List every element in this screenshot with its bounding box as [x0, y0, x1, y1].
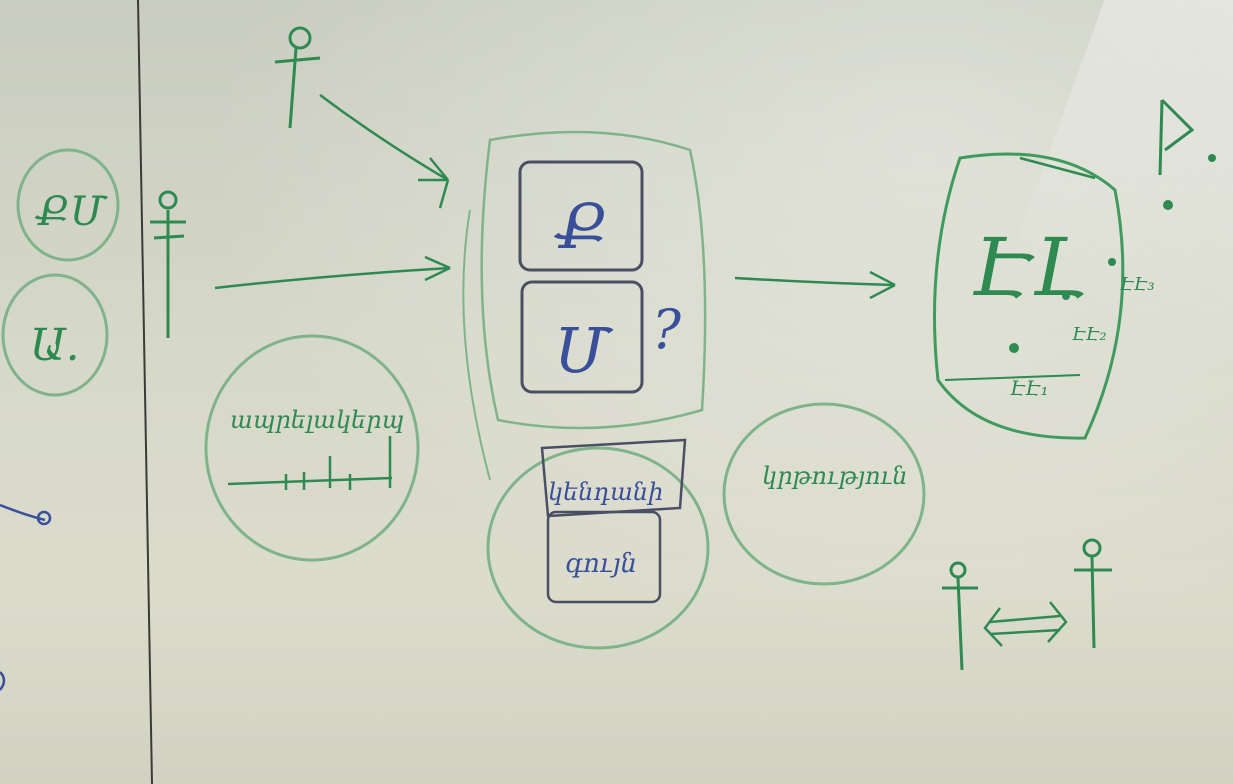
center-box-top-label: Ք — [553, 190, 608, 263]
circle-mid-left-label: Ա. — [30, 320, 80, 371]
double-arrow — [983, 601, 1068, 647]
right-sub-label-2: ԷԷ₂ — [1072, 324, 1107, 345]
under-box-outer — [540, 438, 687, 518]
stick-figure-bottom-left — [942, 561, 978, 671]
blue-dot-left — [36, 510, 52, 526]
arrow-top — [319, 93, 449, 182]
stick-figure-left — [150, 190, 186, 338]
board-seam-line — [137, 0, 153, 784]
timeline-circle-label: ապրելակերպ — [230, 406, 404, 434]
arrow-top-head — [418, 157, 450, 209]
right-region-symbol: ԷԼ — [972, 221, 1087, 314]
blue-stroke-left — [0, 503, 46, 522]
stick-figure-top — [274, 26, 321, 129]
right-sub-label-1: ԷԷ₁ — [1010, 376, 1048, 400]
top-right-dot-1 — [1208, 154, 1216, 162]
question-mark: ? — [652, 298, 682, 361]
center-boundary — [480, 130, 707, 430]
arrow-middle-head — [424, 255, 451, 282]
blue-mark-bottom-left — [0, 671, 6, 691]
center-boundary-left-curve — [462, 209, 491, 481]
arrow-middle — [214, 266, 451, 290]
center-box-top — [518, 160, 644, 272]
right-dot-1 — [1108, 258, 1116, 266]
right-baseline — [944, 374, 1081, 381]
under-box-inner — [546, 510, 662, 604]
right-sub-label-3: ԷԷ₃ — [1120, 274, 1155, 295]
right-dot-2 — [1062, 292, 1070, 300]
lower-center-circle — [486, 446, 710, 650]
top-right-dot-2 — [1163, 200, 1173, 210]
center-box-bottom-label: Մ — [554, 314, 614, 387]
stick-figure-bottom-right — [1074, 538, 1112, 649]
arrow-right — [734, 276, 896, 287]
under-box-label: կենդանի — [548, 478, 663, 506]
right-region-top-arrow — [1019, 156, 1096, 180]
center-box-bottom — [520, 280, 644, 394]
right-lower-circle — [722, 402, 926, 586]
top-right-mark — [1158, 98, 1195, 176]
circle-mid-left — [1, 273, 109, 397]
arrow-right-head — [869, 270, 896, 300]
right-region — [933, 152, 1125, 440]
right-lower-circle-label: կրթություն — [762, 462, 908, 490]
timeline-circle — [204, 334, 420, 562]
circle-top-left-label: ՔՄ — [34, 189, 109, 235]
circle-top-left — [16, 148, 120, 262]
under-box-inner-label: գույն — [565, 549, 637, 579]
right-dot-3 — [1009, 343, 1019, 353]
timeline-line — [227, 436, 393, 490]
